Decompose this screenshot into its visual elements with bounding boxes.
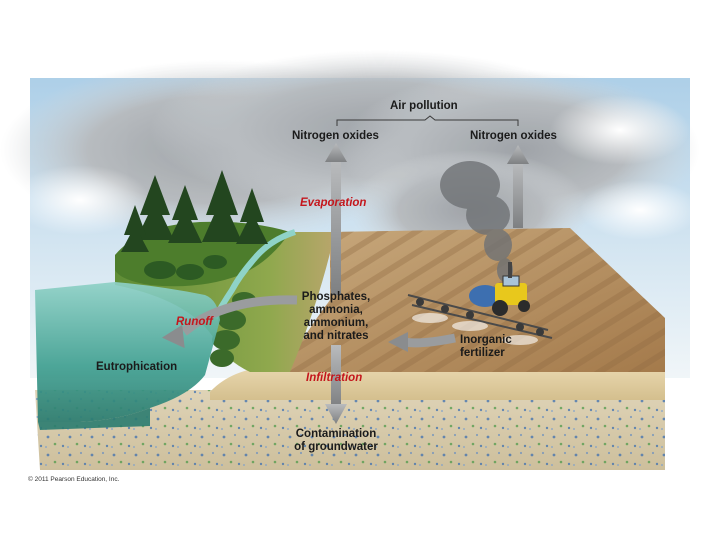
evaporation-arrow xyxy=(325,143,347,295)
runoff-label: Runoff xyxy=(176,316,213,328)
nutrients-line: ammonium, xyxy=(303,317,369,329)
air-pollution-bracket xyxy=(336,115,519,126)
fertilizer-line: fertilizer xyxy=(460,347,505,359)
fertilizer-line: Inorganic xyxy=(460,334,512,346)
fertilizer-arrow xyxy=(404,333,456,348)
shrubs xyxy=(144,255,227,280)
smoke-plume xyxy=(440,161,513,282)
nutrients-label: Phosphates, ammonia, ammonium, and nitra… xyxy=(302,291,370,343)
evaporation-label: Evaporation xyxy=(300,197,367,209)
air-pollution-label: Air pollution xyxy=(390,100,458,112)
infiltration-arrow xyxy=(325,345,347,424)
runoff-arrow xyxy=(181,295,298,336)
infiltration-label: Infiltration xyxy=(306,372,363,384)
topsoil-layer xyxy=(210,366,665,400)
fertilizer-spray xyxy=(412,313,538,345)
nitrogen-oxides-left-label: Nitrogen oxides xyxy=(292,130,379,142)
tractor-icon xyxy=(407,262,553,345)
nitrogen-oxides-arrow xyxy=(507,145,529,228)
tree-icon xyxy=(121,170,268,252)
copyright-notice: © 2011 Pearson Education, Inc. xyxy=(28,476,120,483)
stream xyxy=(212,229,296,320)
nutrients-line: Phosphates, xyxy=(301,291,371,303)
groundwater-line: of groundwater xyxy=(294,441,378,453)
nutrients-line: ammonia, xyxy=(309,304,363,316)
groundwater-label: Contamination of groundwater xyxy=(294,428,378,454)
inorganic-fertilizer-label: Inorganic fertilizer xyxy=(460,334,512,360)
groundwater-line: Contamination xyxy=(295,428,377,440)
nutrients-line: and nitrates xyxy=(303,330,369,342)
lake xyxy=(35,282,220,422)
nitrogen-oxides-right-label: Nitrogen oxides xyxy=(470,130,557,142)
sprayer-boom xyxy=(407,294,553,339)
white-clouds xyxy=(10,95,700,240)
eutrophication-label: Eutrophication xyxy=(96,361,178,373)
